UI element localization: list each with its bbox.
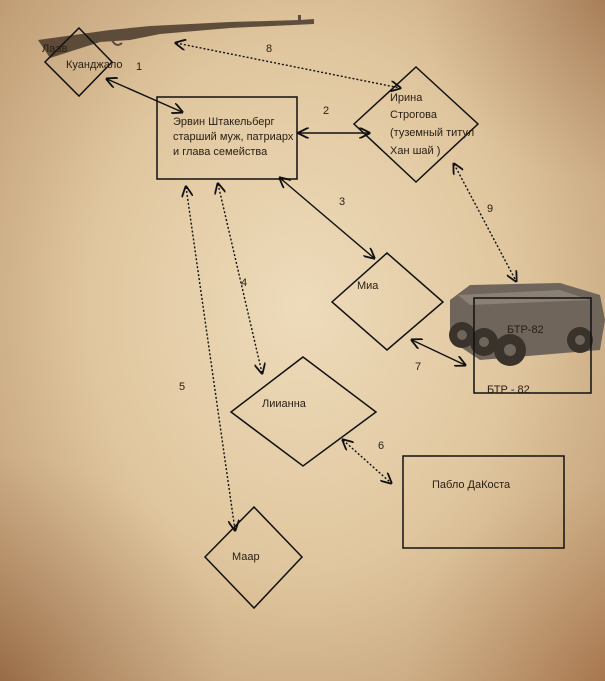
node-irina-line4: Хан шай ) xyxy=(390,145,441,157)
rifle-image xyxy=(38,15,314,58)
node-irina-line1: Ирина xyxy=(390,92,423,104)
node-maar-label: Маар xyxy=(232,551,260,563)
node-laav-shape xyxy=(43,26,114,98)
connector-4-label: 4 xyxy=(241,277,248,289)
connector-6-label: 6 xyxy=(378,440,385,452)
node-mia-label: Миа xyxy=(357,280,379,292)
connector-8 xyxy=(176,43,400,88)
node-maar-shape xyxy=(203,505,304,610)
node-pablo-label: Пабло ДаКоста xyxy=(432,479,511,491)
connector-5-label: 5 xyxy=(179,381,186,393)
node-irina-line2: Строгова xyxy=(390,109,437,121)
connector-6 xyxy=(343,440,391,483)
node-btr-label-top: БТР-82 xyxy=(507,324,544,336)
node-lianna-shape xyxy=(229,356,378,467)
node-irina-shape xyxy=(352,65,480,184)
connector-3-label: 3 xyxy=(339,196,346,208)
connector-9 xyxy=(454,164,516,281)
node-laav-name2: Куанджало xyxy=(66,59,123,71)
node-pablo-shape xyxy=(402,455,565,549)
node-ervin-shape xyxy=(156,96,298,180)
node-laav-name1: Лаав xyxy=(42,43,68,55)
node-ervin-line3: и глава семейства xyxy=(173,146,268,158)
connector-9-label: 9 xyxy=(487,203,494,215)
node-irina-line3: (туземный титул xyxy=(390,127,475,139)
connector-7 xyxy=(412,340,465,365)
connector-3 xyxy=(280,178,374,258)
connector-1-label: 1 xyxy=(136,61,143,73)
node-btr-shape xyxy=(473,297,592,394)
connector-7-label: 7 xyxy=(415,361,422,373)
node-ervin-line1: Эрвин Штакельберг xyxy=(173,116,275,128)
connector-1 xyxy=(107,79,182,112)
btr-82-image xyxy=(449,283,605,366)
connector-5 xyxy=(186,187,235,530)
connector-8-label: 8 xyxy=(266,43,273,55)
node-ervin-line2: старший муж, патриарх xyxy=(173,131,294,143)
node-btr-label-bottom: БТР - 82 xyxy=(487,384,530,396)
node-mia-shape xyxy=(330,251,445,351)
connector-4 xyxy=(218,184,262,373)
node-lianna-label: Лиианна xyxy=(262,398,306,410)
connector-2-label: 2 xyxy=(323,105,330,117)
